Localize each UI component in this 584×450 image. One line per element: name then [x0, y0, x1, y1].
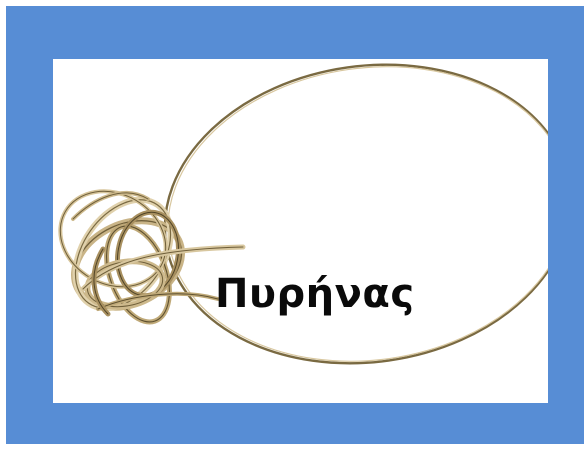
slide-card: Πυρήνας: [53, 59, 548, 403]
outer-orbit-ring: [145, 59, 548, 389]
slide-frame: Πυρήνας: [6, 6, 584, 444]
golden-ribbon-orbit-icon: [53, 59, 548, 403]
outer-orbit-ring-highlight: [149, 59, 548, 387]
slide-title: Πυρήνας: [215, 271, 415, 317]
